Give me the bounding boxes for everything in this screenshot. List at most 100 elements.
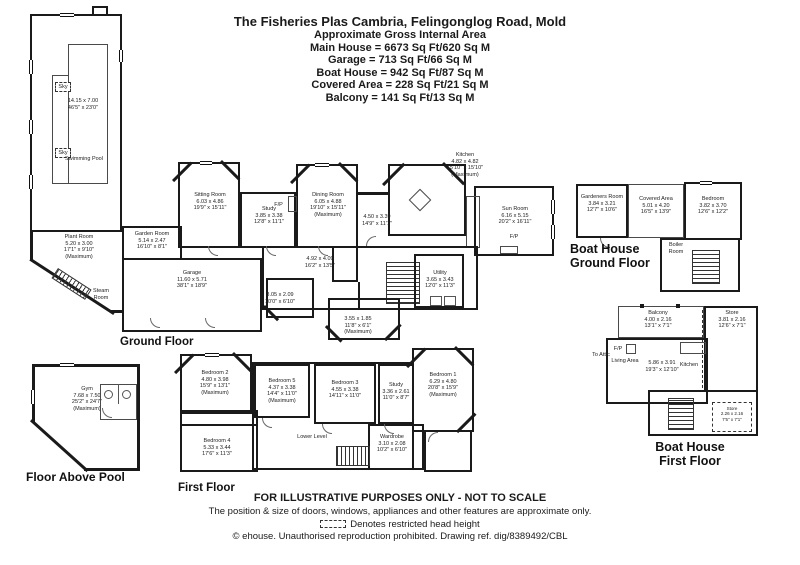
fireplace-label: F/P xyxy=(509,234,519,240)
toilet-fixture xyxy=(104,390,113,399)
skylight-label: Sky xyxy=(58,150,68,156)
ground-floor-label: Ground Floor xyxy=(120,336,194,348)
room-label-dining-room: Dining Room 6.05 x 4.88 19'10" x 15'11" … xyxy=(310,192,346,218)
room-label-balcony: Balcony 4.00 x 2.16 13'1" x 7'1" xyxy=(644,310,672,330)
bedroom3-outline xyxy=(314,364,376,424)
wall xyxy=(332,246,334,282)
appliance-fixture xyxy=(430,296,442,306)
room-label-gardeners-room: Gardeners Room 3.84 x 3.21 12'7" x 10'6" xyxy=(580,194,624,214)
room-label-gym: Gym 7.68 x 7.50 25'2" x 24'7" (Maximum) xyxy=(71,386,103,412)
room-label-bedroom5: Bedroom 5 4.37 x 3.38 14'4" x 11'0" (Max… xyxy=(267,378,297,404)
room-label-garden-room: Garden Room 5.14 x 2.47 16'10" x 8'1" xyxy=(134,231,170,251)
wall xyxy=(110,310,124,313)
window-marker xyxy=(315,163,329,167)
window-marker xyxy=(205,353,219,357)
window-marker xyxy=(700,181,712,185)
room-label-boat-kitchen: Kitchen xyxy=(679,362,699,368)
bedroom5-outline xyxy=(254,364,310,418)
floor-above-pool-label: Floor Above Pool xyxy=(26,470,125,484)
kitchen-outline xyxy=(388,164,466,236)
boat-house-label-line2: First Floor xyxy=(659,454,721,468)
room-label-garage: Garage 11.60 x 5.71 38'1" x 18'9" xyxy=(176,270,208,290)
utility-outline xyxy=(414,254,464,308)
room-label-lower-level: Lower Level xyxy=(297,434,327,440)
room-label-hall: 4.92 x 4.09 16'2" x 13'5" xyxy=(304,256,336,269)
skylight-marker xyxy=(55,148,71,158)
room-label-steam-room: Steam Room xyxy=(93,288,109,301)
fireplace-label: F/P xyxy=(274,202,283,208)
covered-area-outline xyxy=(628,184,684,238)
room-label-kitchen: Kitchen 4.82 x 4.82 15'10" x 15'10" (Max… xyxy=(446,152,484,178)
restricted-store-outline xyxy=(712,402,752,432)
wall xyxy=(358,282,360,308)
room-label-bedroom3: Bedroom 3 4.55 x 3.38 14'11" x 11'0" xyxy=(328,380,362,400)
hall-outline xyxy=(262,246,478,310)
room-label-bedroom2: Bedroom 2 4.80 x 3.98 15'9" x 13'1" (Max… xyxy=(199,370,231,396)
boat-house-first-floor-label: Boat House First Floor xyxy=(622,440,758,468)
footer-disclaimer: FOR ILLUSTRATIVE PURPOSES ONLY - NOT TO … xyxy=(253,492,547,504)
area-boat-house: Boat House = 942 Sq Ft/87 Sq M xyxy=(316,66,484,79)
room-label-bedroom4: Bedroom 4 5.33 x 3.44 17'6" x 11'3" xyxy=(202,438,232,458)
room-label-breakfast-area: 4.50 x 3.39 14'9" x 11'1" xyxy=(362,214,392,227)
pool-roof-vent xyxy=(92,6,108,16)
boat-house-label-line1: Boat House xyxy=(655,440,725,454)
footer-approximation-note: The position & size of doors, windows, a… xyxy=(208,506,592,517)
window-marker xyxy=(29,120,33,134)
wall xyxy=(84,468,140,471)
link-corridor xyxy=(466,196,480,248)
restricted-head-height-symbol xyxy=(320,520,347,528)
sun-room-outline xyxy=(474,186,554,256)
room-label-study: Study 3.85 x 3.38 12'8" x 11'1" xyxy=(254,206,284,226)
room-label-wardrobe: Wardrobe 3.10 x 2.08 10'2" x 6'10" xyxy=(376,434,408,454)
gardeners-room-outline xyxy=(576,184,628,238)
room-label-rear-bay: 3.55 x 1.85 11'8" x 6'1" (Maximum) xyxy=(344,316,372,336)
fireplace-fixture xyxy=(626,344,636,354)
room-label-covered-area: Covered Area 5.01 x 4.20 16'5" x 13'9" xyxy=(639,196,673,216)
room-label-living-area: Living Area xyxy=(611,358,639,364)
header: The Fisheries Plas Cambria, Felingonglog… xyxy=(160,14,640,104)
room-label-store: Store 3.81 x 2.16 12'6" x 7'1" xyxy=(718,310,746,330)
wall xyxy=(118,384,119,404)
boat-first-lower-block xyxy=(648,390,758,436)
area-covered-area: Covered Area = 228 Sq Ft/21 Sq M xyxy=(311,79,489,91)
boat-house-label-line1: Boat House xyxy=(570,242,640,256)
boat-lower-block-outline xyxy=(660,238,740,292)
room-label-swimming-pool-dims: 14.15 x 7.00 46'5" x 23'0" xyxy=(67,98,99,111)
window-marker xyxy=(551,200,555,214)
window-marker xyxy=(60,363,74,367)
room-label-porch: 3.05 x 2.09 10'0" x 6'10" xyxy=(264,292,296,305)
stairs xyxy=(51,268,92,300)
wall xyxy=(182,424,256,426)
room-label-boat-bedroom: Bedroom 3.82 x 3.70 12'6" x 12'2" xyxy=(697,196,729,216)
boat-house-ground-floor-label: Boat House Ground Floor xyxy=(570,242,680,270)
balcony-outline xyxy=(618,306,704,338)
window-marker xyxy=(29,175,33,189)
kitchen-counter xyxy=(680,342,706,354)
door-arc xyxy=(366,236,376,246)
fireplace-label: F/P xyxy=(613,346,623,352)
wall xyxy=(137,364,140,471)
room-label-sitting-room: Sitting Room 6.03 x 4.86 19'9" x 15'11" xyxy=(193,192,227,212)
balcony-post xyxy=(676,304,680,308)
area-main-house: Main House = 6673 Sq Ft/620 Sq M xyxy=(309,41,491,54)
window-marker xyxy=(29,60,33,74)
skylight-marker xyxy=(55,82,71,92)
balcony-post xyxy=(640,304,644,308)
stairs xyxy=(668,398,694,430)
wall xyxy=(30,232,33,260)
footer-copyright: © ehouse. Unauthorised reproduction proh… xyxy=(232,531,568,542)
room-label-first-study: Study 3.36 x 2.61 11'0" x 8'7" xyxy=(382,382,410,402)
fireplace-fixture xyxy=(288,196,297,212)
first-floor-right-block xyxy=(424,430,472,472)
garage-outline xyxy=(122,258,262,332)
porch-outline xyxy=(266,278,314,318)
swimming-pool xyxy=(68,44,108,184)
page-title: The Fisheries Plas Cambria, Felingonglog… xyxy=(233,14,567,29)
header-subtitle: Approximate Gross Internal Area xyxy=(314,29,486,41)
room-label-plant-room: Plant Room 5.20 x 3.00 17'1" x 9'10" (Ma… xyxy=(63,234,95,260)
room-label-boiler-room: Boiler Room xyxy=(668,242,684,255)
first-floor-label: First Floor xyxy=(178,482,235,494)
area-garage: Garage = 713 Sq Ft/66 Sq M xyxy=(328,54,472,66)
window-marker xyxy=(60,13,74,17)
